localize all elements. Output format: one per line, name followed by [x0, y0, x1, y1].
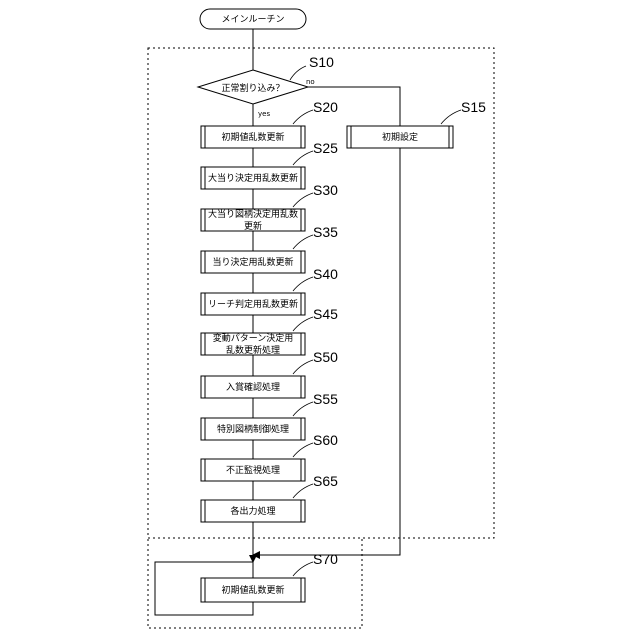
process-box-s35-id: S35 [313, 224, 338, 240]
process-box-s70-text: 初期値乱数更新 [221, 584, 284, 596]
process-box-s20-text: 初期値乱数更新 [221, 131, 284, 143]
main-loop-boundary [148, 48, 494, 538]
process-box-s30-id: S30 [313, 182, 338, 198]
process-box-s15: 初期設定 S15 [347, 99, 486, 148]
decision-label: 正常割り込み？ [221, 82, 284, 94]
process-steps: 初期値乱数更新 S20 大当り決定用乱数更新 S25 大当り図柄決定用乱数更新 S30 当り… [201, 99, 338, 522]
start-label: メインルーチン [221, 14, 284, 25]
process-box-s55-text: 特別図柄制御処理 [217, 423, 289, 435]
process-box-s40-id: S40 [313, 266, 338, 282]
process-box-s70-id: S70 [313, 551, 338, 567]
decision-yes-label: yes [258, 110, 270, 118]
process-box-s35-text: 当り決定用乱数更新 [212, 256, 293, 268]
process-box-s45-id: S45 [313, 306, 338, 322]
process-box-s30-text: 大当り図柄決定用乱数 [208, 208, 298, 220]
process-box-s15-text: 初期設定 [382, 131, 418, 143]
process-box-s65-text: 各出力処理 [230, 505, 275, 517]
process-box-s20-id: S20 [313, 99, 338, 115]
process-box-s25-id: S25 [313, 140, 338, 156]
flow-lines [155, 29, 400, 615]
process-box-s50-text: 入賞確認処理 [226, 381, 280, 393]
start-terminal: メインルーチン [200, 9, 306, 29]
loop-step: 初期値乱数更新 S70 [201, 551, 338, 602]
process-box-s50-id: S50 [313, 349, 338, 365]
decision-step-id: S10 [309, 54, 334, 70]
process-box-s45-text: 乱数更新処理 [226, 344, 280, 356]
process-box-s30-text: 更新 [244, 220, 262, 232]
process-box-s45-text: 変動パターン決定用 [213, 332, 294, 344]
process-box-s65-id: S65 [313, 473, 338, 489]
decision-no-label: no [306, 78, 315, 86]
process-box-s60-id: S60 [313, 432, 338, 448]
process-box-s40-text: リーチ判定用乱数更新 [208, 298, 298, 310]
process-box-s60-text: 不正監視処理 [226, 464, 280, 476]
process-box-s15-id: S15 [461, 99, 486, 115]
process-box-s55-id: S55 [313, 391, 338, 407]
process-box-s25-text: 大当り決定用乱数更新 [208, 172, 298, 184]
process-box-s70: 初期値乱数更新 S70 [201, 551, 338, 602]
initial-setting-step: 初期設定 S15 [347, 99, 486, 148]
